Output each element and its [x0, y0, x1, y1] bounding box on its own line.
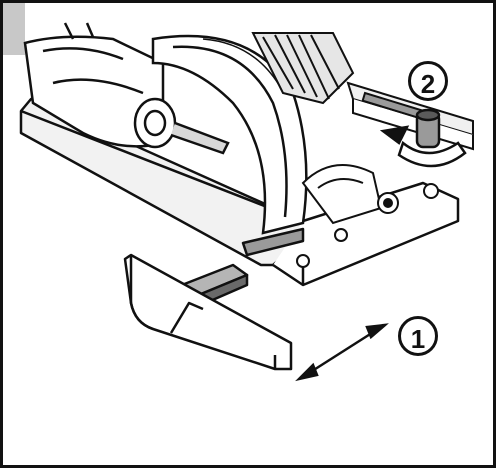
circular-saw-illustration: [19, 22, 474, 382]
locking-knob: [415, 108, 441, 149]
saw-base-plate: [19, 97, 460, 287]
callout-2: 2: [408, 61, 448, 101]
callout-1: 1: [398, 316, 438, 356]
rotation-arrow: [379, 125, 467, 168]
arbor-knob: [133, 97, 230, 155]
direction-arrow: [295, 323, 389, 382]
motor-housing: [23, 22, 165, 148]
corner-tab: [3, 3, 25, 55]
parallel-guide: [123, 227, 305, 371]
bevel-mechanism: [296, 81, 474, 268]
blade-guard: [151, 34, 308, 235]
motor-cap: [251, 32, 355, 105]
